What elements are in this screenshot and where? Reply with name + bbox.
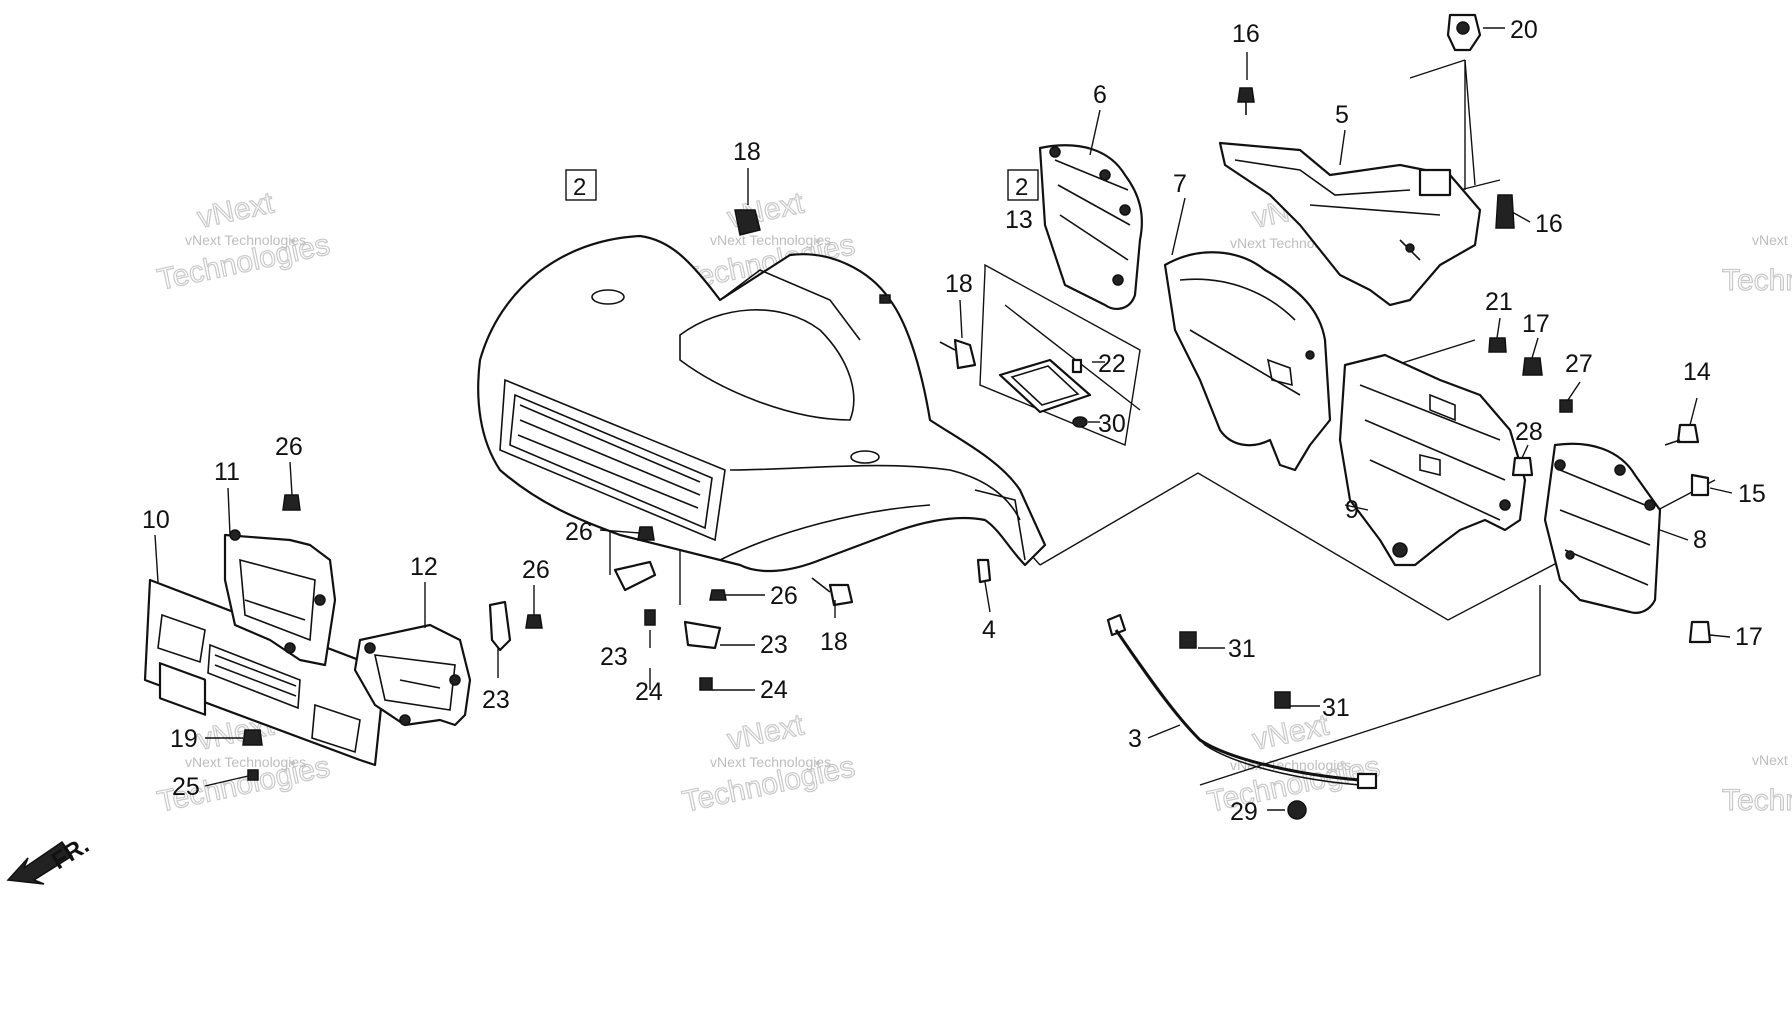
watermark-small: vNext Technologies (1752, 752, 1792, 768)
callout-2b: 2 (1015, 174, 1028, 201)
watermark-top-left: vNext Technologies vNext Technologies (154, 186, 333, 298)
part-5-panel (1218, 141, 1482, 307)
watermark-large-top: vNext (1250, 708, 1333, 756)
callout-26c: 26 (522, 556, 550, 584)
callout-25: 25 (172, 773, 200, 801)
callout-19: 19 (170, 725, 198, 753)
callout-17b: 17 (1735, 623, 1763, 651)
callout-22: 22 (1098, 350, 1126, 378)
callout-21: 21 (1485, 288, 1513, 316)
callout-17a: 17 (1522, 310, 1550, 338)
part-9-panel (1338, 353, 1527, 567)
callout-24a: 24 (635, 678, 663, 706)
callout-13: 13 (1005, 206, 1033, 234)
callout-27: 27 (1565, 350, 1593, 378)
callout-8: 8 (1693, 526, 1707, 554)
front-direction-indicator: FR. (6, 832, 94, 885)
callout-11: 11 (214, 458, 240, 486)
callout-box-2b (1007, 169, 1039, 201)
part-13-kit (979, 263, 1141, 446)
callout-20: 20 (1510, 16, 1538, 44)
watermark-bottom-center: vNext Technologies vNext Technologies (679, 708, 858, 820)
callout-16b: 16 (1535, 210, 1563, 238)
callout-28: 28 (1515, 418, 1543, 446)
callout-5: 5 (1335, 101, 1349, 129)
front-fender (477, 234, 1047, 573)
watermark-small: vNext Technologies (185, 232, 306, 248)
part-8-panel (1543, 442, 1662, 614)
front-label: FR. (47, 832, 94, 875)
callout-16a: 16 (1232, 20, 1260, 48)
callout-leaders (154, 27, 1733, 811)
watermark-small: vNext Technologies (185, 754, 306, 770)
callout-30: 30 (1098, 410, 1126, 438)
callout-3: 3 (1128, 725, 1142, 753)
part-7-panel (1163, 251, 1332, 472)
part-11-duct (223, 529, 337, 667)
callout-23a: 23 (482, 686, 510, 714)
callout-31a: 31 (1228, 635, 1256, 663)
watermark-small: vNext Technologies (710, 754, 831, 770)
callout-23c: 23 (760, 631, 788, 659)
watermark-large-bottom: Technologies (1722, 264, 1792, 297)
watermark-large-top: vNext (195, 186, 278, 234)
watermark-large-bottom: Technologies (1722, 784, 1792, 817)
callout-9: 9 (1345, 496, 1359, 524)
watermark-large-top: vNext (725, 708, 808, 756)
callout-26b: 26 (565, 518, 593, 546)
hardware (242, 13, 1712, 820)
watermark-edge-right: vNext Technologies Technologies vNext Te… (1721, 232, 1792, 818)
part-6-panel (1038, 144, 1143, 310)
callout-29: 29 (1230, 798, 1258, 826)
callout-10: 10 (142, 506, 170, 534)
watermark-small: vNext Technologies (710, 232, 831, 248)
callout-2a: 2 (573, 174, 586, 201)
callout-15: 15 (1738, 480, 1766, 508)
callout-numbers: 2 2 3 4 5 6 7 8 9 10 11 12 13 14 15 16 1… (142, 16, 1766, 826)
callout-box-2a (565, 169, 597, 201)
callout-23b: 23 (600, 643, 628, 671)
callout-18a: 18 (733, 138, 761, 166)
front-arrow-icon (6, 840, 74, 885)
part-12-duct (353, 623, 472, 727)
callout-31b: 31 (1322, 694, 1350, 722)
watermark-small: vNext Technologies (1230, 757, 1351, 773)
callout-26a: 26 (275, 433, 303, 461)
callout-18b: 18 (945, 270, 973, 298)
callout-6: 6 (1093, 81, 1107, 109)
callout-4: 4 (982, 616, 996, 644)
callout-26d: 26 (770, 582, 798, 610)
part-3-cable (1106, 613, 1378, 790)
part-10-grille (143, 578, 387, 767)
callout-24b: 24 (760, 676, 788, 704)
callout-7: 7 (1173, 170, 1187, 198)
callout-14: 14 (1683, 358, 1711, 386)
watermark-small: vNext Technologies (1752, 232, 1792, 248)
callout-12: 12 (410, 553, 438, 581)
callout-18c: 18 (820, 628, 848, 656)
